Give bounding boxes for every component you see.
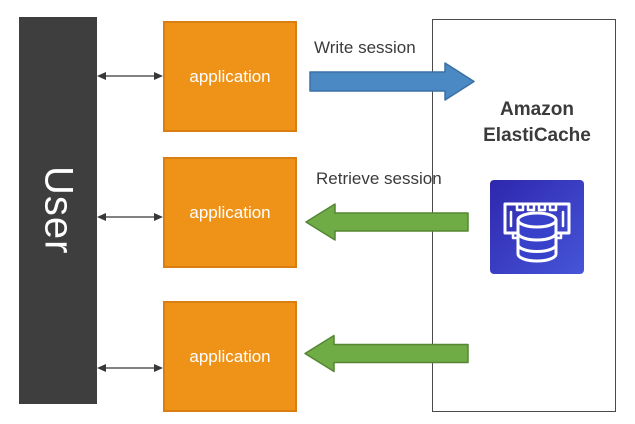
application-node-1: application	[163, 21, 297, 132]
application-label-1: application	[189, 66, 271, 86]
write-session-arrow	[309, 62, 475, 101]
elasticache-icon	[490, 180, 584, 274]
retrieve-session-label: Retrieve session	[316, 169, 442, 188]
elasticache-title-line2: ElastiCache	[483, 125, 591, 146]
write-session-label: Write session	[314, 38, 416, 57]
application-node-2: application	[163, 157, 297, 268]
retrieve-session-arrow-2	[304, 334, 469, 373]
application-label-2: application	[189, 202, 271, 222]
elasticache-title: Amazon ElastiCache	[457, 97, 617, 149]
user-label: User	[36, 166, 81, 255]
connector-user-application-2	[97, 213, 163, 221]
connector-user-application-3	[97, 364, 163, 372]
elasticache-title-line1: Amazon	[500, 99, 574, 120]
user-node: User	[19, 17, 97, 404]
retrieve-session-arrow-1	[305, 203, 469, 241]
connector-user-application-1	[97, 72, 163, 80]
application-node-3: application	[163, 301, 297, 412]
application-label-3: application	[189, 346, 271, 366]
